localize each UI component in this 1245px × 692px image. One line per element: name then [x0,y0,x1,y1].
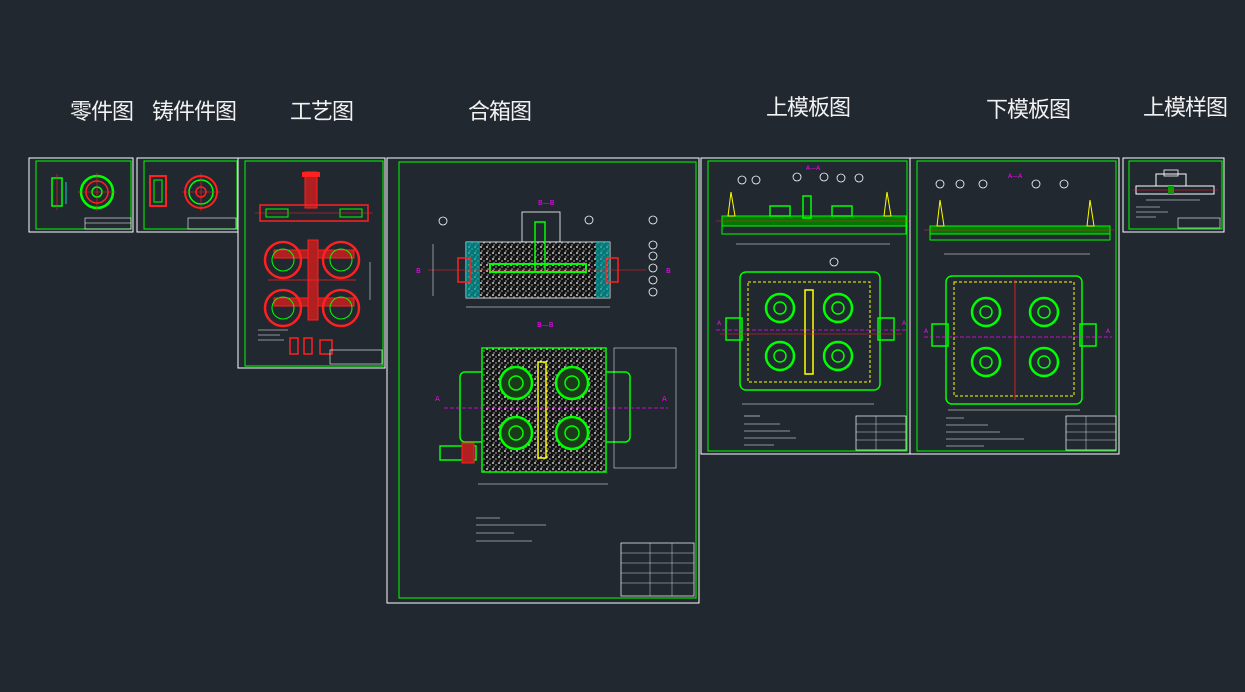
label-aa-lower: A—A [1008,173,1023,180]
title-assembly-drawing: 合箱图 [468,100,532,125]
sheet-part-drawing[interactable] [28,157,134,233]
title-upper-pattern-drawing: 上模样图 [1143,96,1228,121]
title-casting-drawing: 铸件件图 [152,100,237,125]
label-a-lower-left: A [924,328,929,335]
label-b-left: B [416,267,421,275]
label-a-left: A [435,395,440,403]
label-a-upper-right: A [902,320,907,327]
label-a-right: A [662,395,667,403]
label-b-right: B [666,267,671,275]
label-bb-top: B—B [538,199,555,207]
sheet-lower-plate-drawing[interactable]: A—A A A [909,157,1120,455]
sheet-process-drawing[interactable] [237,157,386,369]
title-process-drawing: 工艺图 [290,100,354,125]
sheet-upper-plate-drawing[interactable]: A—A A A [700,157,911,455]
sheet-casting-drawing[interactable] [136,157,239,233]
title-part-drawing: 零件图 [70,100,134,125]
sheet-upper-pattern-drawing[interactable] [1122,157,1225,233]
title-upper-plate-drawing: 上模板图 [766,96,851,121]
label-a-lower-right: A [1106,328,1111,335]
label-a-upper-left: A [717,320,722,327]
label-bb-bottom: B—B [537,321,554,329]
label-aa-upper: A—A [806,165,821,172]
sheet-assembly-drawing[interactable]: B—B B B B—B A A [386,157,700,604]
title-lower-plate-drawing: 下模板图 [986,98,1071,123]
